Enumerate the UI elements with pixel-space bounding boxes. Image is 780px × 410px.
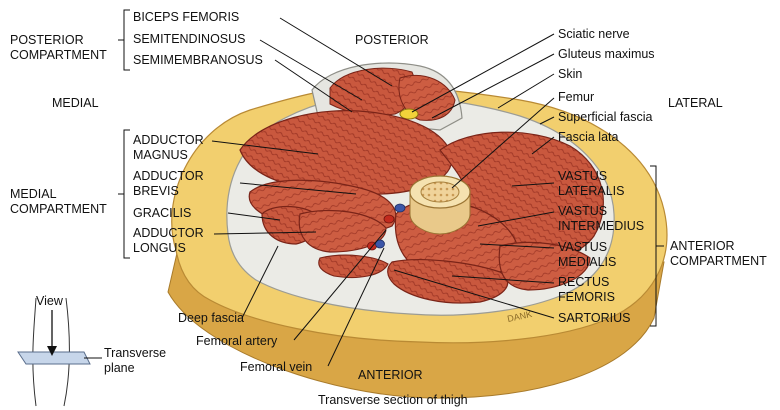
view-inset: [18, 298, 102, 406]
semimembranosus-label: SEMIMEMBRANOSUS: [133, 53, 263, 68]
femoral-artery-label: Femoral artery: [196, 334, 277, 349]
posterior-direction-label: POSTERIOR: [355, 33, 429, 48]
figure-caption: Transverse section of thigh: [318, 393, 468, 408]
lateral-direction-label: LATERAL: [668, 96, 723, 111]
femoral-vein-label: Femoral vein: [240, 360, 312, 375]
medial-direction-label: MEDIAL: [52, 96, 99, 111]
skin-label: Skin: [558, 67, 582, 82]
sartorius-label: SARTORIUS: [558, 311, 630, 326]
sciatic-nerve-label: Sciatic nerve: [558, 27, 630, 42]
view-label: View: [36, 294, 63, 309]
deep-fascia-label: Deep fascia: [178, 311, 244, 326]
biceps-femoris-label: BICEPS FEMORIS: [133, 10, 239, 25]
gracilis-label: GRACILIS: [133, 206, 191, 221]
semitendinosus-label: SEMITENDINOSUS: [133, 32, 246, 47]
femur-label: Femur: [558, 90, 594, 105]
gluteus-maximus-label: Gluteus maximus: [558, 47, 655, 62]
fascia-lata-label: Fascia lata: [558, 130, 618, 145]
superficial-fascia-label: Superficial fascia: [558, 110, 653, 125]
femur-bone: [410, 176, 470, 234]
anterior-direction-label: ANTERIOR: [358, 368, 423, 383]
